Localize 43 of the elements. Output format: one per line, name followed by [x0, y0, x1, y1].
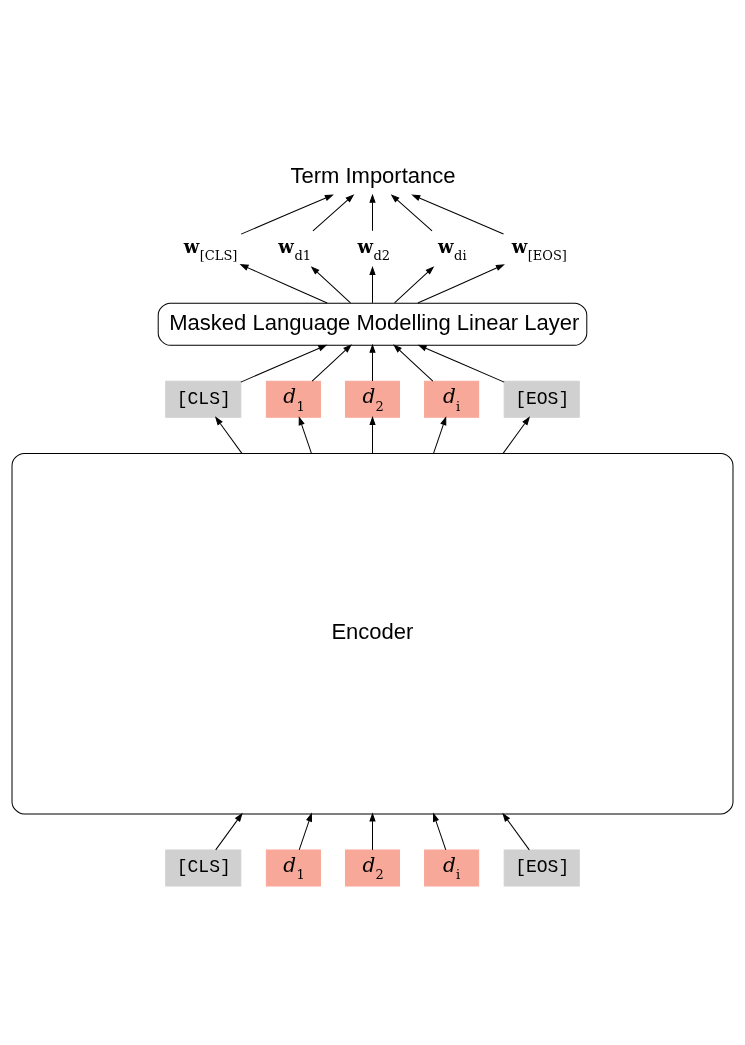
arrow	[369, 417, 376, 454]
node-box: [EOS]	[503, 849, 580, 887]
arrow	[311, 344, 352, 382]
arrow	[418, 344, 505, 383]
node-box: Masked Language Modelling Linear Layer	[157, 302, 588, 346]
arrow	[240, 194, 333, 235]
node-box: d$_{2}$	[344, 849, 401, 887]
node-box: [CLS]	[165, 849, 242, 887]
arrow	[417, 264, 505, 304]
arrow	[311, 266, 351, 304]
arrow	[240, 344, 327, 383]
node-text: w$_{d2}$	[357, 235, 391, 264]
node-box: d$_{i}$	[424, 849, 480, 887]
node-text: w$_{d1}$	[278, 235, 311, 264]
arrow	[298, 813, 312, 851]
arrow	[369, 194, 376, 232]
node-box: [CLS]	[165, 380, 242, 418]
arrow	[412, 194, 504, 235]
node-text: w$_{[CLS]}$	[183, 235, 238, 264]
arrow	[393, 344, 434, 382]
arrow	[369, 344, 376, 382]
arrow	[394, 266, 434, 304]
arrow	[369, 813, 376, 851]
node-text: Term Importance	[290, 162, 456, 188]
node-box: Encoder	[11, 452, 734, 815]
node-box: [EOS]	[503, 380, 580, 418]
arrow	[312, 194, 354, 232]
arrow	[433, 813, 447, 851]
node-box: d$_{i}$	[424, 380, 480, 418]
arrow	[215, 813, 243, 851]
node-box: d$_{2}$	[344, 380, 401, 418]
node-text: w$_{[EOS]}$	[511, 235, 567, 264]
arrow	[369, 266, 376, 304]
arrow	[502, 813, 530, 851]
arrow	[298, 417, 312, 454]
node-box: d$_{1}$	[265, 849, 321, 887]
arrow	[391, 194, 433, 232]
arrow	[502, 417, 530, 454]
arrow	[215, 417, 243, 454]
node-box: d$_{1}$	[265, 380, 321, 418]
arrow	[240, 264, 328, 304]
node-text: w$_{di}$	[438, 235, 467, 264]
arrow	[433, 417, 447, 454]
